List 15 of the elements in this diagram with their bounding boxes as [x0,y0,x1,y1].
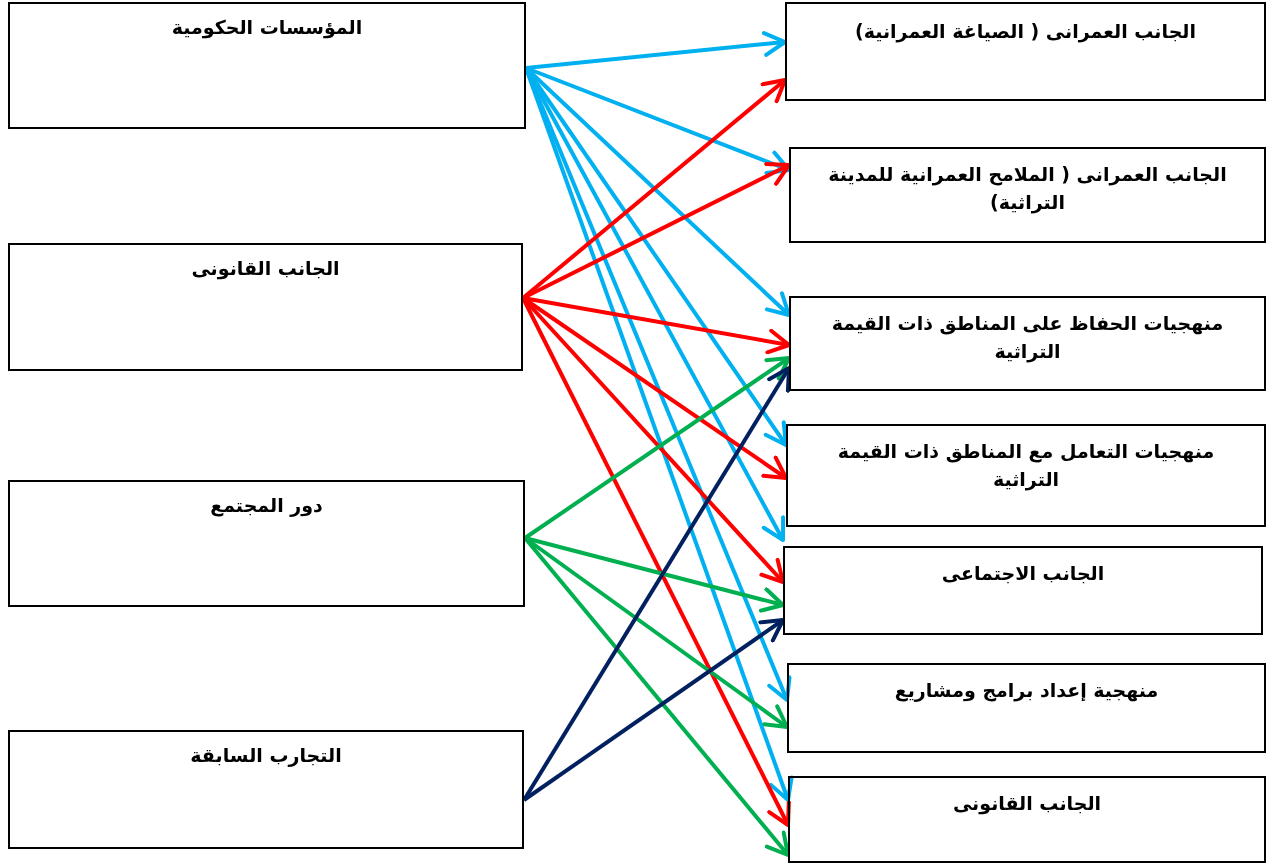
text-box: الجانب القانونى [8,243,523,371]
text-box: منهجية إعداد برامج ومشاريع [787,663,1266,753]
text-box: منهجيات الحفاظ على المناطق ذات القيمة التراثية [789,296,1266,391]
text-box: دور المجتمع [8,480,525,607]
text-box: الجانب القانونى [788,776,1266,863]
text-box: منهجيات التعامل مع المناطق ذات القيمة التراثية [786,424,1266,527]
arrow [522,162,791,300]
text-box: الجانب العمرانى ( الصياغة العمرانية) [785,2,1266,101]
arrow [523,356,791,540]
text-box: المؤسسات الحكومية [8,2,526,129]
text-box: الجانب العمرانى ( الملامح العمرانية للمدينة التراثية) [789,147,1266,243]
text-box: التجارب السابقة [8,730,524,849]
text-box: الجانب الاجتماعى [783,546,1263,635]
arrow [525,31,787,70]
arrow [522,618,785,802]
